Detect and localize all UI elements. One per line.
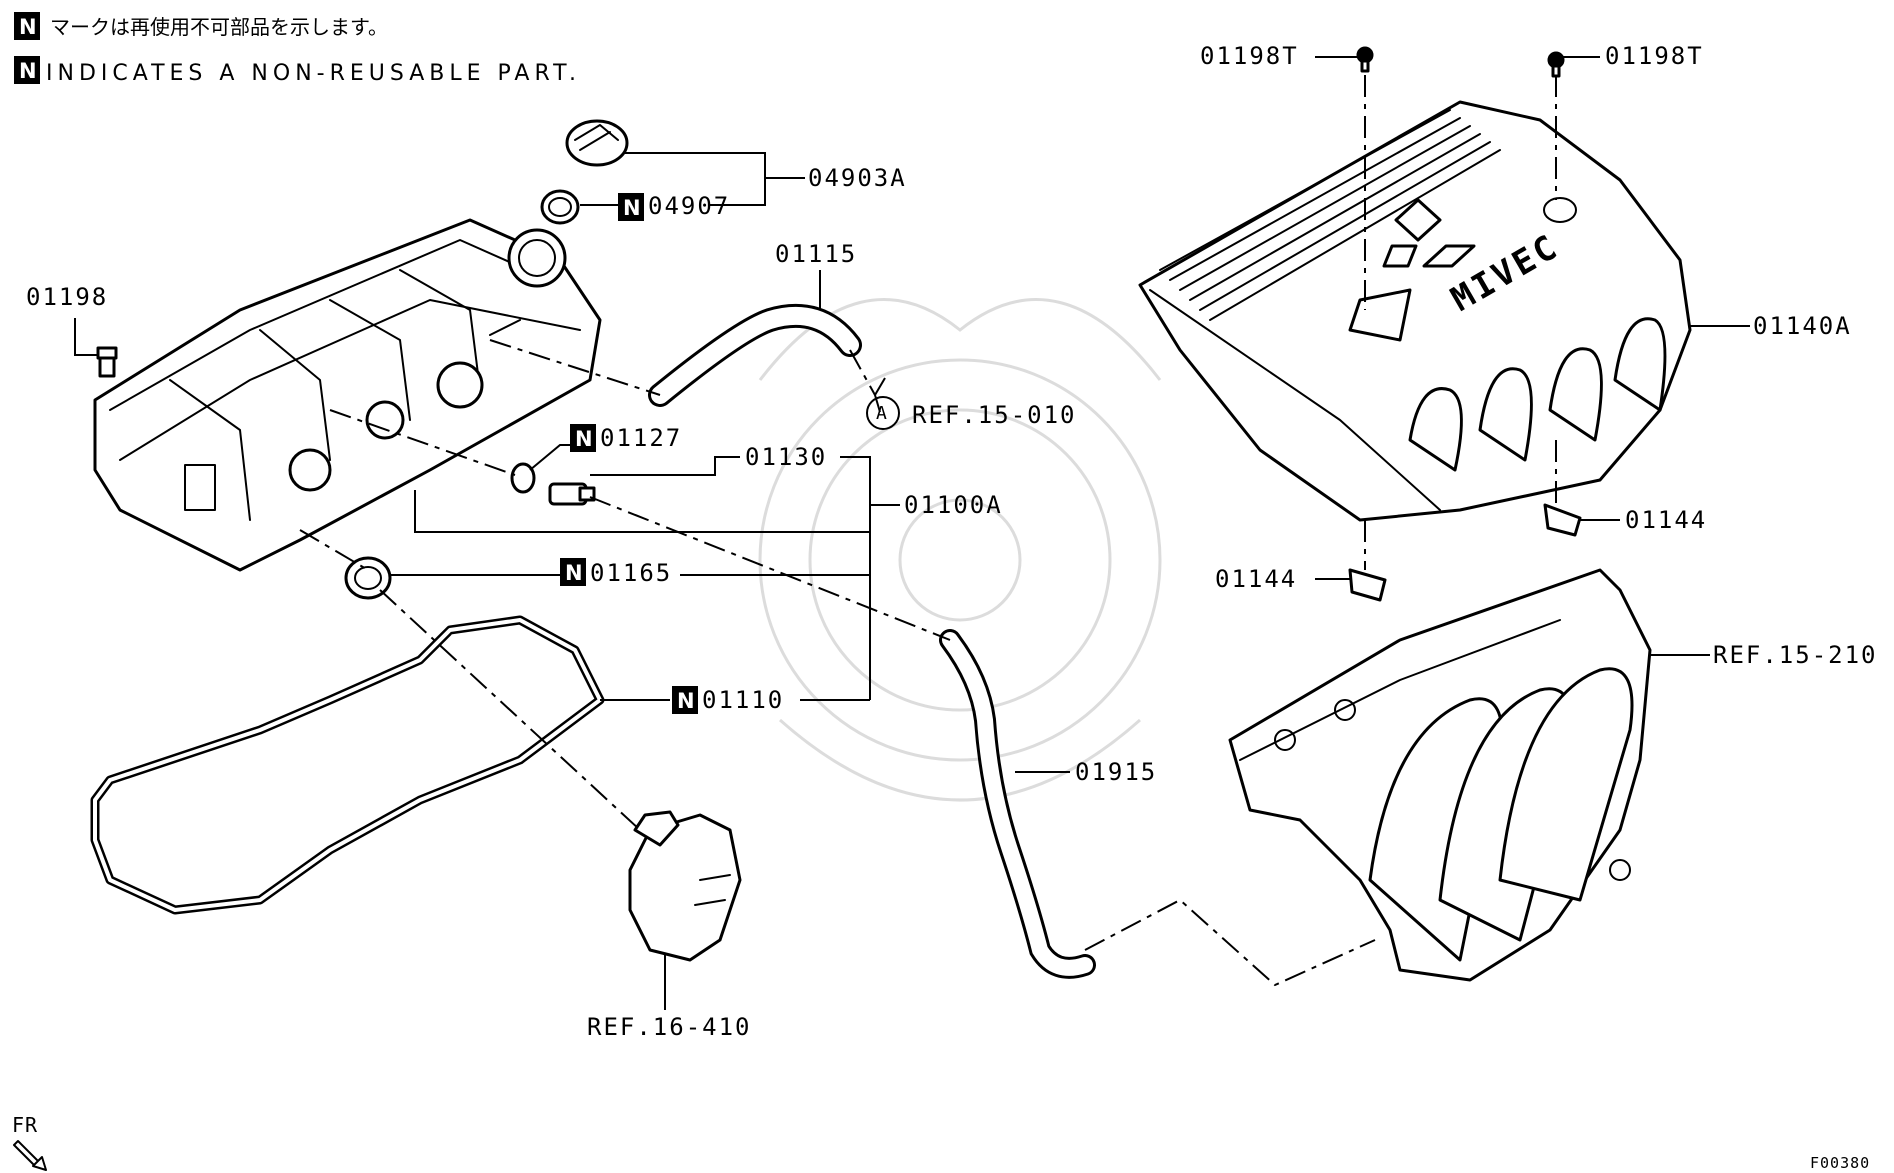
sensor-ref16410-drawing: [628, 810, 742, 962]
label-01140A[interactable]: 01140A: [1753, 312, 1852, 340]
oring-01127-drawing: [510, 462, 536, 494]
front-direction-indicator: FR: [12, 1113, 47, 1171]
label-01127[interactable]: 01127: [600, 424, 682, 452]
label-01130[interactable]: 01130: [745, 443, 827, 471]
clip-01144-right-drawing: [1543, 503, 1582, 537]
header-jp-row: N マークは再使用不可部品を示します。: [14, 12, 388, 40]
watermark-crest: [758, 298, 1162, 802]
clip-01144-left-drawing: [1348, 568, 1387, 602]
label-01115[interactable]: 01115: [775, 240, 857, 268]
n-mark-letter: N: [677, 689, 695, 713]
label-01144-right[interactable]: 01144: [1625, 506, 1707, 534]
label-01915[interactable]: 01915: [1075, 758, 1157, 786]
n-mark-letter: N: [19, 15, 37, 39]
label-04907[interactable]: 04907: [648, 192, 730, 220]
n-mark-box: [570, 424, 596, 452]
label-ref-15-210[interactable]: REF.15-210: [1713, 641, 1878, 669]
n-mark-letter: N: [19, 59, 37, 83]
fr-arrow-icon: [13, 1140, 47, 1171]
n-mark-box: [14, 12, 40, 40]
diagram-code: F00380: [1810, 1154, 1870, 1172]
header-en-row: N INDICATES A NON-REUSABLE PART.: [14, 56, 581, 86]
label-ref-16-410[interactable]: REF.16-410: [587, 1013, 752, 1041]
n-mark-box: [560, 558, 586, 586]
label-01198[interactable]: 01198: [26, 283, 108, 311]
ref-circle-a: [866, 396, 900, 430]
bolt-01198T-left-drawing: [1356, 46, 1374, 73]
engine-cover-01140A-drawing: MIVEC: [1138, 100, 1692, 522]
bolt-01198-drawing: [96, 346, 118, 378]
label-ref-15-010[interactable]: REF.15-010: [912, 401, 1077, 429]
pcv-hose-drawing: [648, 303, 862, 407]
dashed-guides: [299, 75, 1557, 987]
n-mark-letter: N: [623, 196, 641, 220]
mitsubishi-diamond: [1394, 198, 1442, 242]
pcv-valve-01130-drawing: [548, 482, 596, 506]
label-01198T-right[interactable]: 01198T: [1605, 42, 1704, 70]
valve-cover-drawing: [93, 218, 602, 572]
gasket-01110-drawing: [90, 615, 605, 915]
seal-01165-drawing: [344, 556, 392, 600]
n-mark-box: [672, 686, 698, 714]
ref-circle-a-letter: A: [876, 403, 888, 424]
intake-manifold-ref15210-drawing: [1228, 568, 1652, 982]
n-mark-letter: N: [565, 561, 583, 585]
label-01100A[interactable]: 01100A: [904, 491, 1003, 519]
label-01144-left[interactable]: 01144: [1215, 565, 1297, 593]
header-en-note: INDICATES A NON-REUSABLE PART.: [46, 61, 581, 86]
label-01198T-left[interactable]: 01198T: [1200, 42, 1299, 70]
bolt-01198T-right-drawing: [1547, 51, 1565, 78]
n-mark-box: [618, 193, 644, 221]
n-mark-letter: N: [575, 427, 593, 451]
label-01165[interactable]: 01165: [590, 559, 672, 587]
header-jp-note: マークは再使用不可部品を示します。: [50, 15, 388, 39]
oil-filler-cap-drawing: [565, 119, 629, 167]
filler-cap-oring-drawing: [540, 189, 580, 225]
label-01110[interactable]: 01110: [702, 686, 784, 714]
leader-lines: [74, 56, 1750, 1010]
fr-label: FR: [12, 1113, 38, 1137]
breather-hose-01915-drawing: [939, 629, 1096, 979]
label-04903A[interactable]: 04903A: [808, 164, 907, 192]
n-mark-box: [14, 56, 40, 84]
